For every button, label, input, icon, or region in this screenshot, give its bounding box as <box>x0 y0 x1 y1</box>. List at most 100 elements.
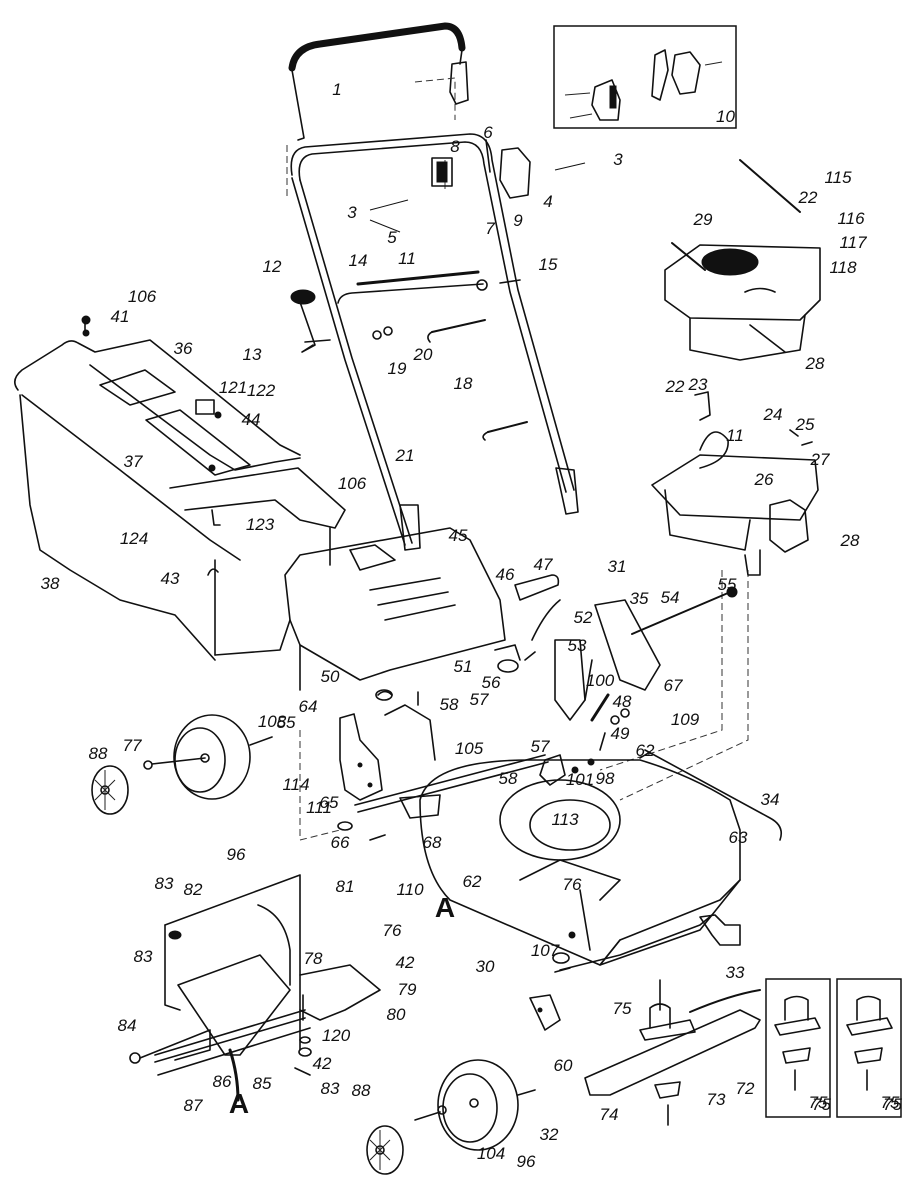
grass-catcher <box>14 315 346 661</box>
part-callout-15: 15 <box>539 255 558 274</box>
part-callout-18: 18 <box>454 374 473 393</box>
part-callout-53: 53 <box>568 636 587 655</box>
part-callout-28: 28 <box>840 531 860 550</box>
part-callout-33: 33 <box>726 963 745 982</box>
part-callout-34: 34 <box>761 790 780 809</box>
part-callout-38: 38 <box>41 574 60 593</box>
part-callout-74: 74 <box>600 1105 619 1124</box>
part-callout-82: 82 <box>184 880 203 899</box>
front-hubcap <box>366 1125 404 1175</box>
part-callout-83: 83 <box>321 1079 340 1098</box>
part-callout-1: 1 <box>332 80 341 99</box>
part-callout-123: 123 <box>246 515 275 534</box>
part-callout-11: 11 <box>726 426 744 445</box>
front-axle-bracket <box>529 914 741 1031</box>
inset-label: 75 <box>812 1095 831 1114</box>
part-callout-108: 108 <box>258 712 287 731</box>
part-callout-105: 105 <box>455 739 484 758</box>
part-callout-100: 100 <box>586 671 615 690</box>
part-callout-7: 7 <box>485 219 495 238</box>
engine-upper <box>664 159 821 361</box>
part-callout-107: 107 <box>531 941 560 960</box>
handle-knob <box>290 289 331 353</box>
part-callout-46: 46 <box>496 565 515 584</box>
part-callout-6: 6 <box>483 123 493 142</box>
part-callout-121: 121 <box>219 378 247 397</box>
part-callout-118: 118 <box>829 258 857 277</box>
rear-axle <box>337 754 549 841</box>
part-callout-22: 22 <box>798 188 818 207</box>
part-callout-87: 87 <box>184 1096 203 1115</box>
part-callout-11: 11 <box>398 249 416 268</box>
part-callout-52: 52 <box>574 608 593 627</box>
part-callout-51: 51 <box>454 657 473 676</box>
part-callout-62: 62 <box>463 872 482 891</box>
part-callout-28: 28 <box>805 354 825 373</box>
part-callout-106: 106 <box>128 287 157 306</box>
part-callout-81: 81 <box>336 877 355 896</box>
part-callout-124: 124 <box>120 529 148 548</box>
part-callout-75: 75 <box>809 1093 828 1112</box>
part-callout-83: 83 <box>134 947 153 966</box>
part-callout-117: 117 <box>839 233 867 252</box>
part-callout-63: 63 <box>729 828 748 847</box>
part-callout-47: 47 <box>534 555 553 574</box>
main-handle <box>290 133 579 551</box>
part-callout-21: 21 <box>395 446 415 465</box>
part-callout-72: 72 <box>736 1079 755 1098</box>
part-callout-78: 78 <box>304 949 323 968</box>
rear-axle-bracket <box>339 689 436 801</box>
part-callout-48: 48 <box>613 692 632 711</box>
part-callout-55: 55 <box>277 713 296 732</box>
part-callout-57: 57 <box>531 737 550 756</box>
hardware-small <box>372 279 528 441</box>
part-callout-75: 75 <box>613 999 632 1018</box>
part-callout-36: 36 <box>174 339 193 358</box>
part-callout-13: 13 <box>243 345 262 364</box>
part-callout-65: 65 <box>320 793 339 812</box>
part-callout-75: 75 <box>881 1093 900 1112</box>
part-callout-12: 12 <box>263 257 282 276</box>
part-callout-30: 30 <box>476 957 495 976</box>
part-callout-50: 50 <box>321 667 340 686</box>
part-callout-26: 26 <box>754 470 774 489</box>
mower-deck <box>419 759 741 966</box>
part-callout-98: 98 <box>596 769 615 788</box>
part-callout-73: 73 <box>707 1090 726 1109</box>
part-callout-58: 58 <box>440 695 459 714</box>
part-callout-14: 14 <box>349 251 368 270</box>
part-callout-110: 110 <box>396 880 424 899</box>
part-callout-67: 67 <box>664 676 683 695</box>
part-callout-42: 42 <box>313 1054 332 1073</box>
inset-box-75-a: 75 <box>765 978 831 1118</box>
engine-lower <box>651 391 819 576</box>
part-callout-115: 115 <box>824 168 852 187</box>
part-callout-35: 35 <box>630 589 649 608</box>
part-callout-116: 116 <box>837 209 865 228</box>
part-callout-84: 84 <box>118 1016 137 1035</box>
part-callout-55: 55 <box>718 575 737 594</box>
part-callout-79: 79 <box>398 980 417 999</box>
part-callout-24: 24 <box>763 405 783 424</box>
inset-label: 10 <box>716 107 735 126</box>
part-callout-86: 86 <box>213 1072 232 1091</box>
part-callout-68: 68 <box>423 833 442 852</box>
inset-box-10: 10 <box>553 25 737 129</box>
part-callout-76: 76 <box>563 875 582 894</box>
part-callout-88: 88 <box>89 744 108 763</box>
part-callout-114: 114 <box>282 775 309 794</box>
part-callout-41: 41 <box>111 307 130 326</box>
part-callout-60: 60 <box>554 1056 573 1075</box>
part-callout-23: 23 <box>688 375 708 394</box>
part-callout-20: 20 <box>413 345 433 364</box>
part-callout-56: 56 <box>482 673 501 692</box>
reference-marker-a: A <box>229 1088 249 1119</box>
part-callout-113: 113 <box>551 810 579 829</box>
part-callout-104: 104 <box>477 1144 505 1163</box>
blade-assembly <box>584 979 761 1126</box>
part-callout-49: 49 <box>611 724 630 743</box>
part-callout-29: 29 <box>693 210 713 229</box>
part-callout-83: 83 <box>155 874 174 893</box>
